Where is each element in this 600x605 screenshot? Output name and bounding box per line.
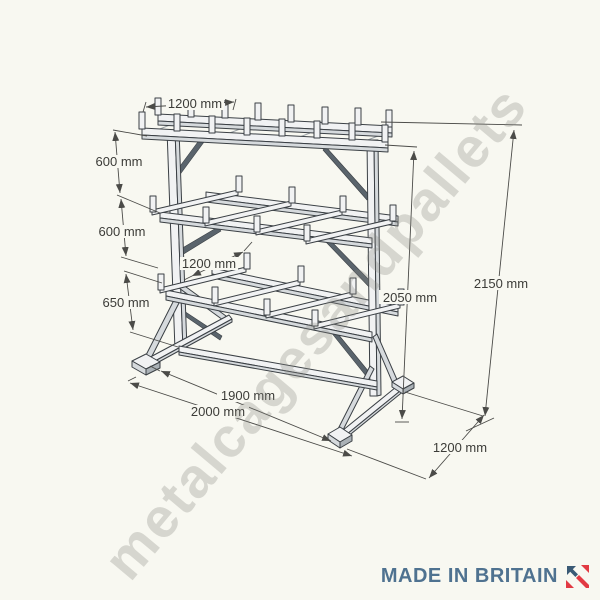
left-base-beam [140, 314, 233, 371]
dimension-label-overall-height: 2150 mm [474, 276, 528, 291]
left-front-foot [131, 353, 161, 376]
dimension-label-upper-level-spacing: 600 mm [96, 154, 143, 169]
flag-bottom-left [566, 580, 574, 588]
dimension-annotations: 1200 mm 600 mm 600 mm 1200 mm 650 mm 205… [96, 96, 532, 480]
mid-level-arms [149, 175, 397, 245]
flag-top-right [581, 565, 589, 573]
dark-brace [178, 226, 222, 256]
dark-brace [322, 146, 371, 201]
low-front-rail-side [165, 295, 373, 343]
dimension-label-base-depth: 1200 mm [433, 440, 487, 455]
dimension-label-post-height: 2050 mm [383, 290, 437, 305]
dim-line-2050 [398, 150, 418, 420]
dimension-label-middle-level-spacing: 600 mm [99, 224, 146, 239]
dimension-label-lower-arm-depth: 1200 mm [182, 256, 236, 271]
top-front-pegs [138, 111, 389, 143]
dimension-label-top-arm-depth: 1200 mm [168, 96, 222, 111]
top-rail-assembly [138, 97, 393, 153]
dimension-label-bottom-level-height: 650 mm [103, 295, 150, 310]
flag-shaft [576, 575, 589, 588]
dim-line-2000 [129, 382, 353, 457]
dimension-label-overall-length: 2000 mm [191, 404, 245, 419]
made-in-britain-logo: MADE IN BRITAIN [381, 563, 592, 590]
dimension-label-inner-length: 1900 mm [221, 388, 275, 403]
dim-line-2150 [482, 129, 517, 417]
low-level-arms [157, 252, 405, 330]
made-in-britain-flag-icon [566, 565, 589, 588]
top-front-rail-side [141, 134, 389, 153]
flag-arrowhead [567, 566, 578, 577]
made-in-britain-wordmark: MADE IN BRITAIN [380, 565, 558, 587]
